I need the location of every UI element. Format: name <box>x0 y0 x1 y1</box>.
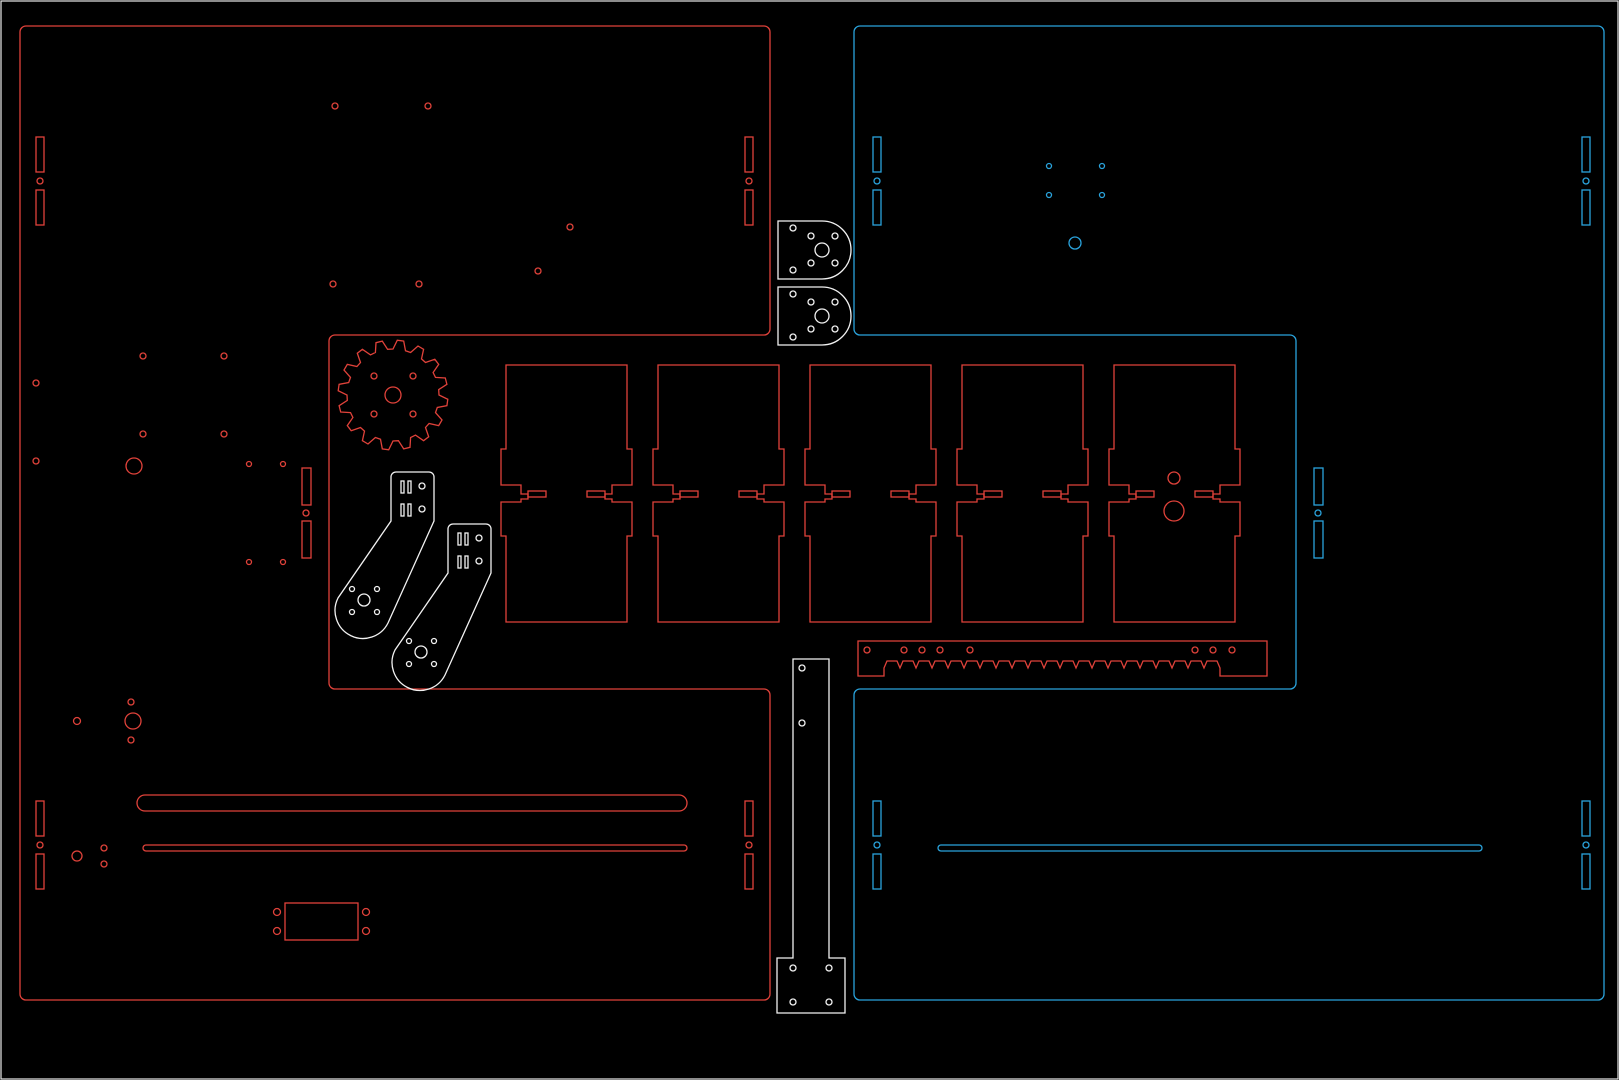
side-panel-1 <box>500 364 633 623</box>
blue-thin-slot <box>937 844 1483 852</box>
red-base-plate <box>19 25 771 1001</box>
gear-outline <box>337 339 449 451</box>
red-base-outline <box>19 25 771 1001</box>
panel-notch <box>1194 490 1214 498</box>
side-panel-4 <box>956 364 1089 623</box>
red-switch-cutout <box>272 902 371 941</box>
rack-outline <box>857 640 1268 677</box>
blue-base-outline <box>853 25 1605 1001</box>
blue-base-plate <box>853 25 1605 1001</box>
panel-notch <box>679 490 699 498</box>
panel-notch <box>586 490 606 498</box>
panel-hole <box>1163 500 1185 522</box>
red-side-panels <box>500 364 1241 623</box>
side-panel-5 <box>1108 364 1241 623</box>
red-thin-slot <box>142 844 688 852</box>
red-gear <box>337 339 449 451</box>
white-servo-horn-bottom <box>777 286 852 346</box>
panel-notch <box>1042 490 1062 498</box>
red-gear-rack <box>857 640 1268 677</box>
white-long-bracket <box>776 658 846 1014</box>
panel-notch <box>983 490 1003 498</box>
white-servo-horn-top <box>777 220 852 280</box>
panel-notch <box>890 490 910 498</box>
red-hole-group <box>32 102 574 868</box>
panel-notch <box>1135 490 1155 498</box>
red-slot-group <box>35 136 754 890</box>
side-panel-2 <box>652 364 785 623</box>
blue-hole-group <box>1045 162 1106 250</box>
white-servo-arm-2 <box>391 523 492 692</box>
side-panel-3 <box>804 364 937 623</box>
panel-notch <box>527 490 547 498</box>
panel-notch <box>738 490 758 498</box>
red-long-slot <box>136 794 688 812</box>
blue-slot-group <box>872 136 1591 890</box>
panel-hole <box>1167 471 1181 485</box>
panel-notch <box>831 490 851 498</box>
white-servo-arm-1 <box>334 471 435 640</box>
